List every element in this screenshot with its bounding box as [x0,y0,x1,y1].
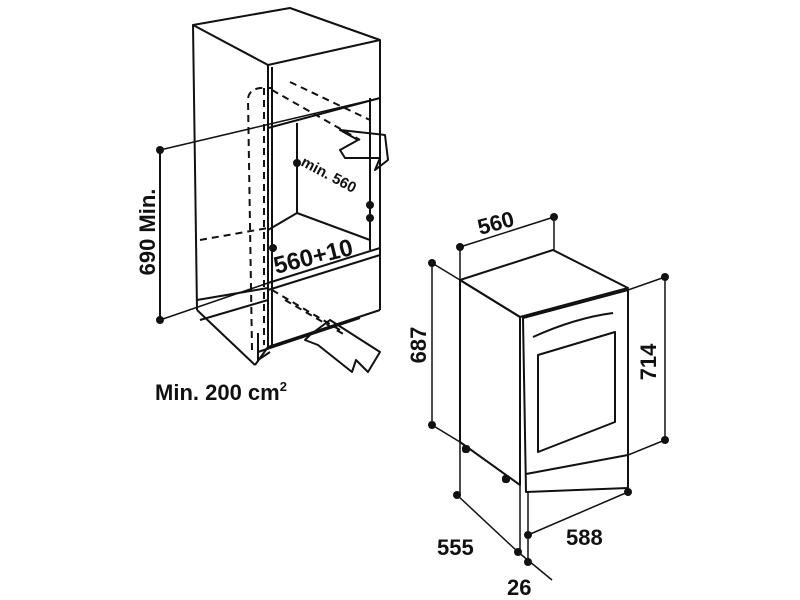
oven-handle [532,312,614,338]
air-inlet-arrow-icon [304,319,381,373]
cabinet-depth-label: min. 560 [298,154,359,197]
lower-panel-top [267,247,381,284]
oven-door-depth-label: 26 [507,575,531,600]
cabinet-height-label: 690 Min. [135,189,160,276]
oven-drawing: 560 687 714 555 588 26 [406,206,669,600]
oven-front-height-label: 714 [636,343,661,380]
cabinet-width-label: 560+10 [271,234,356,280]
air-outlet-arrow-icon [339,129,389,171]
cabinet-top [192,7,381,66]
oven-side [459,279,521,486]
oven-side-height-label: 687 [406,327,431,364]
oven-window [537,331,616,453]
oven-top [459,249,629,318]
vent-area-label: Min. 200 cm2 [155,379,287,405]
cabinet-drawing: 690 Min. min. 560 560+10 Min. 200 cm2 [135,7,389,405]
oven-front-width-label: 588 [566,525,603,550]
oven-depth-label: 555 [437,535,474,560]
oven-width-label: 560 [475,206,517,240]
vent-bracket [257,333,271,361]
